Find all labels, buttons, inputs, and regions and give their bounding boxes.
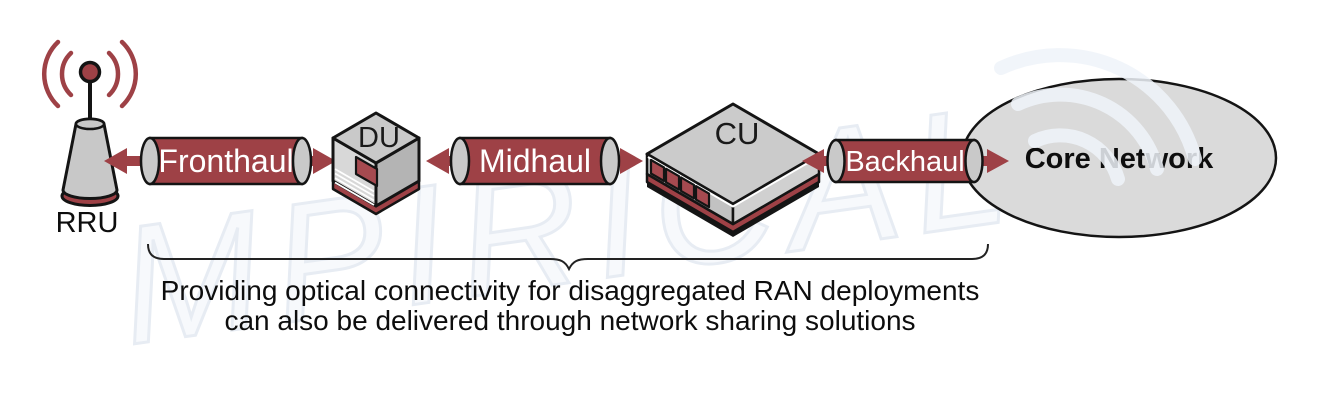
- caption-line-1: Providing optical connectivity for disag…: [160, 275, 980, 306]
- backhaul-label: Backhaul: [845, 146, 964, 178]
- core-network-label: Core Network: [1025, 143, 1214, 175]
- du-label: DU: [358, 122, 400, 154]
- midhaul-pipe: Midhaul: [426, 136, 643, 186]
- midhaul-left-arrow-icon: [426, 148, 461, 174]
- brace: [147, 243, 989, 272]
- radio-waves-icon: [42, 39, 138, 109]
- backhaul-right-arrow-icon: [972, 149, 1009, 173]
- rru-node: RRU: [42, 39, 138, 239]
- du-vent-lines: [334, 168, 375, 206]
- backhaul-left-arrow-icon: [802, 149, 841, 173]
- caption-line-2: can also be delivered through network sh…: [224, 305, 916, 336]
- fronthaul-left-arrow-icon: [104, 148, 152, 174]
- du-port-icon: [354, 155, 379, 188]
- antenna-icon: [60, 60, 120, 207]
- du-node: DU: [331, 111, 421, 216]
- cu-node: CU: [645, 102, 821, 237]
- backhaul-pipe: Backhaul: [802, 138, 1009, 184]
- fronthaul-label: Fronthaul: [158, 143, 293, 179]
- fronthaul-right-arrow-icon: [301, 148, 336, 174]
- midhaul-label: Midhaul: [479, 143, 591, 179]
- cu-label: CU: [715, 116, 760, 151]
- rru-label: RRU: [56, 207, 119, 239]
- cu-ports-icon: [649, 158, 711, 209]
- fronthaul-pipe: Fronthaul: [104, 136, 336, 186]
- midhaul-right-arrow-icon: [609, 148, 643, 174]
- core-network-node: Core Network: [960, 77, 1278, 239]
